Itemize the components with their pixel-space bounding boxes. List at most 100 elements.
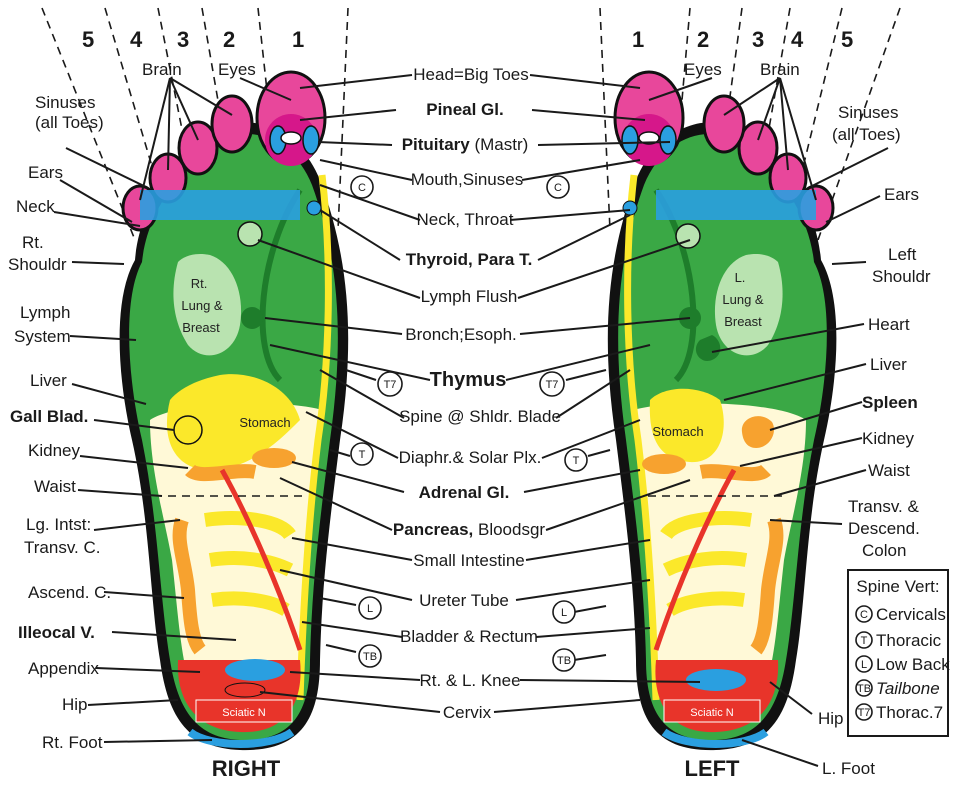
legend-label-0: Cervicals [876,605,946,624]
r-lg-int-1: Lg. Intst: [26,515,91,534]
zone-number-r4: 4 [130,27,143,52]
marker-l-right-text: L [367,603,373,615]
left-lung-label-1: L. [735,270,746,285]
r-ascend: Ascend. C. [28,583,111,602]
l-shoulder-1: Left [888,245,917,264]
right-foot: Rt. Lung & Breast Stomach Sciatic N [120,72,349,750]
right-pituitary-r [303,126,319,154]
left-toe-base-band [656,190,816,220]
pancreas-label-rest: Bloodsgr [478,520,545,539]
left-pituitary-r [660,126,676,154]
r-illeo: Illeocal V. [18,623,95,642]
legend-sym-2: L [861,659,867,671]
legend-label-2: Low Back [876,655,950,674]
right-foot-labels: Sinuses (all Toes) Ears Neck Rt. Shouldr… [8,93,111,752]
r-foot: Rt. Foot [42,733,103,752]
zone-number-l5: 5 [841,27,853,52]
pancreas-label-bold: Pancreas, [393,520,473,539]
diaphr-label: Diaphr.& Solar Plx. [399,448,542,467]
marker-l-left-text: L [561,607,567,619]
r-gall: Gall Blad. [10,407,88,426]
right-sciatic-label: Sciatic N [222,707,265,719]
marker-t7-right-text: T7 [384,379,397,391]
left-pituitary-l [622,126,638,154]
pituitary-label: Pituitary (Mastr) [402,135,529,154]
marker-t-right-text: T [359,449,366,461]
l-hip: Hip [818,709,844,728]
legend-label-3: Tailbone [876,679,940,698]
zone-number-l2: 2 [697,27,709,52]
l-sinuses-2: (all Toes) [832,125,901,144]
r-shoulder-2: Shouldr [8,255,67,274]
l-liver: Liver [870,355,907,374]
left-foot-title: LEFT [685,756,741,781]
right-toe-base-band [140,190,300,220]
right-stomach-label: Stomach [239,415,290,430]
l-ears: Ears [884,185,919,204]
r-lymph-2: System [14,327,71,346]
right-gall-bladder [174,416,202,444]
l-waist: Waist [868,461,910,480]
marker-tb-right-text: TB [363,651,377,663]
left-sciatic-label: Sciatic N [690,707,733,719]
r-kidney: Kidney [28,441,80,460]
zone-number-r1: 1 [292,27,304,52]
l-colon-3: Colon [862,541,906,560]
left-knee-spot [686,669,746,691]
knee-label: Rt. & L. Knee [419,671,520,690]
brain-label-right: Brain [142,60,182,79]
legend-sym-0: C [860,609,868,621]
marker-t7-left-text: T7 [546,379,559,391]
eyes-label-right: Eyes [218,60,256,79]
legend-title: Spine Vert: [856,577,939,596]
legend-label-1: Thoracic [876,631,942,650]
right-cervix-spot [225,683,265,697]
spine-label: Spine @ Shldr. Blade [399,407,561,426]
right-pituitary-center [281,132,301,144]
pituitary-label-bold: Pituitary [402,135,471,154]
right-bronch-spot [241,307,263,329]
r-neck: Neck [16,197,55,216]
eyes-label-left: Eyes [684,60,722,79]
head-label: Head=Big Toes [413,65,528,84]
ureter-label: Ureter Tube [419,591,509,610]
adrenal-label: Adrenal Gl. [419,483,510,502]
left-adrenal [642,454,686,474]
r-liver: Liver [30,371,67,390]
l-heart: Heart [868,315,910,334]
legend-sym-3: TB [857,683,871,695]
l-kidney: Kidney [862,429,914,448]
r-sinuses-1: Sinuses [35,93,95,112]
r-waist: Waist [34,477,76,496]
spine-legend: Spine Vert: C Cervicals T Thoracic L Low… [848,570,950,736]
legend-sym-1: T [861,635,868,647]
right-lung-label-3: Breast [182,320,220,335]
zone-number-l4: 4 [791,27,804,52]
legend-sym-4: T7 [858,707,871,719]
mouth-label: Mouth,Sinuses [411,170,523,189]
left-thyroid-spot [623,201,637,215]
l-colon-2: Descend. [848,519,920,538]
lymph-flush-label: Lymph Flush [421,287,518,306]
l-sinuses-1: Sinuses [838,103,898,122]
zone-number-l3: 3 [752,27,764,52]
left-lung-label-3: Breast [724,314,762,329]
zone-number-l1: 1 [632,27,644,52]
thymus-label: Thymus [430,369,507,391]
zone-number-r3: 3 [177,27,189,52]
left-stomach-label: Stomach [652,424,703,439]
left-toe-2 [704,96,744,152]
r-appendix: Appendix [28,659,99,678]
marker-t-left-text: T [573,455,580,467]
r-ears: Ears [28,163,63,182]
r-hip: Hip [62,695,88,714]
right-lung-label-1: Rt. [191,276,208,291]
right-lymph-node [238,222,262,246]
legend-item-thorac7: T7 Thorac.7 [856,703,943,722]
right-thyroid-spot [307,201,321,215]
center-labels: Head=Big Toes Pineal Gl. Pituitary (Mast… [393,65,561,722]
r-sinuses-2: (all Toes) [35,113,104,132]
marker-c-right-text: C [358,182,366,194]
